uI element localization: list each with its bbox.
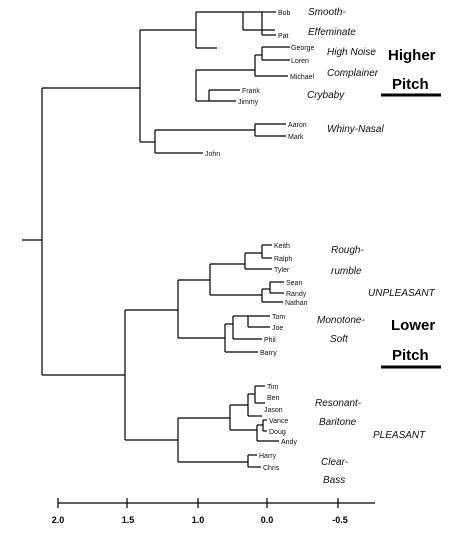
leaf-label: Jason (264, 407, 283, 414)
group-label-baritone: Baritone (319, 417, 357, 428)
leaf-label: Frank (242, 88, 260, 95)
group-label-high-noise: High Noise (327, 47, 376, 58)
pitch-labels: Higher Pitch Lower Pitch (381, 47, 441, 369)
axis-tick-label: 2.0 (52, 515, 65, 525)
group-label-crybaby: Crybaby (307, 90, 345, 101)
axis-tick-label: 0.0 (261, 515, 274, 525)
group-label-soft: Soft (330, 334, 349, 345)
leaf-label: Tyler (274, 267, 290, 274)
leaf-label: Harry (259, 453, 277, 460)
leaf-label: Chris (263, 465, 280, 472)
higher-pitch-label: Pitch (392, 76, 429, 93)
group-label-effeminate: Effeminate (308, 27, 356, 38)
group-label-clear: Clear- (321, 457, 349, 468)
leaf-label: George (291, 45, 314, 52)
group-label-bass: Bass (323, 475, 345, 486)
lower-label: Lower (391, 317, 435, 334)
leaf-label: Jimmy (238, 99, 259, 106)
leaf-label: Ben (267, 395, 280, 402)
group-label-resonant: Resonant- (315, 398, 362, 409)
group-label-unpleasant: UNPLEASANT (368, 288, 436, 299)
group-label-smooth: Smooth- (308, 7, 346, 18)
leaf-label: Phil (264, 337, 276, 344)
leaf-label: John (205, 151, 220, 158)
higher-label: Higher (388, 47, 436, 64)
leaf-label: Barry (260, 350, 277, 357)
group-label-whiny-nasal: Whiny-Nasal (327, 124, 384, 135)
dendrogram-branches (22, 11, 290, 468)
group-labels: Smooth- Effeminate High Noise Complainer… (307, 7, 436, 486)
leaf-label: Doug (269, 429, 286, 436)
leaf-label: Mark (288, 134, 304, 141)
leaf-label: Keith (274, 243, 290, 250)
group-label-rumble: rumble (331, 266, 362, 277)
leaf-label: Pat (278, 33, 289, 40)
leaf-label: Aaron (288, 122, 307, 129)
group-label-pleasant: PLEASANT (373, 430, 426, 441)
leaf-label: Vance (269, 418, 288, 425)
leaf-label: Ralph (274, 256, 292, 263)
leaf-labels: Bob Pat George Loren Michael Frank Jimmy… (205, 10, 315, 472)
leaf-label: Loren (291, 58, 309, 65)
leaf-label: Joe (272, 325, 283, 332)
leaf-label: Bob (278, 10, 291, 17)
leaf-label: Tom (272, 314, 285, 321)
leaf-label: Andy (281, 439, 297, 446)
axis-tick-label: 1.5 (122, 515, 135, 525)
axis-tick-label: 1.0 (192, 515, 205, 525)
leaf-label: Randy (286, 291, 307, 298)
axis-tick-label: -0.5 (332, 515, 348, 525)
leaf-label: Nathan (285, 300, 308, 307)
group-label-complainer: Complainer (327, 68, 379, 79)
lower-pitch-label: Pitch (392, 347, 429, 364)
group-label-monotone: Monotone- (317, 315, 365, 326)
group-label-rough: Rough- (331, 245, 364, 256)
leaf-label: Tim (267, 384, 279, 391)
leaf-label: Sean (286, 280, 302, 287)
leaf-label: Michael (290, 74, 315, 81)
x-axis: 2.0 1.5 1.0 0.0 -0.5 (52, 498, 375, 525)
